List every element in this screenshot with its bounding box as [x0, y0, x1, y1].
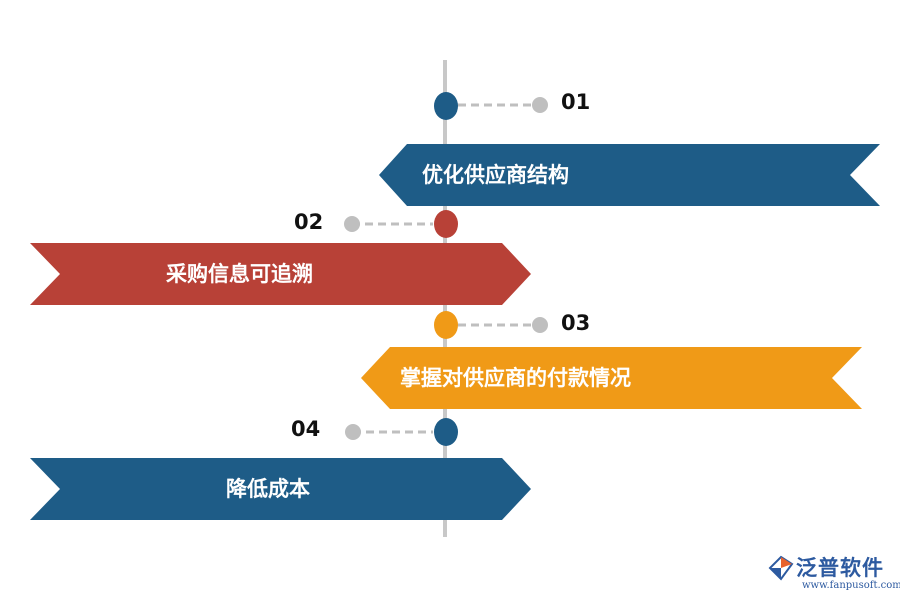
step-2-number: 02 [294, 210, 324, 234]
step-2-end-dot [344, 216, 360, 232]
step-3-node [434, 311, 458, 339]
step-4-number: 04 [291, 417, 321, 441]
step-4-end-dot [345, 424, 361, 440]
step-3-number: 03 [561, 311, 591, 335]
fanpu-logo: 泛普软件 www.fanpusoft.com [768, 552, 900, 596]
step-4-banner [30, 458, 531, 520]
step-2-banner [30, 243, 531, 305]
step-1-label: 优化供应商结构 [422, 163, 569, 187]
step-4-label: 降低成本 [226, 477, 310, 501]
step-1-banner [379, 144, 880, 206]
logo-url: www.fanpusoft.com [802, 580, 900, 591]
step-2-node [434, 210, 458, 238]
step-3-label: 掌握对供应商的付款情况 [400, 366, 631, 390]
step-2-label: 采购信息可追溯 [166, 262, 313, 286]
logo-name: 泛普软件 [796, 556, 884, 580]
step-1-end-dot [532, 97, 548, 113]
step-1-node [434, 92, 458, 120]
step-3-end-dot [532, 317, 548, 333]
step-4-node [434, 418, 458, 446]
step-3-banner [361, 347, 862, 409]
step-1-number: 01 [561, 90, 591, 114]
fanpu-logo-icon [768, 555, 794, 581]
